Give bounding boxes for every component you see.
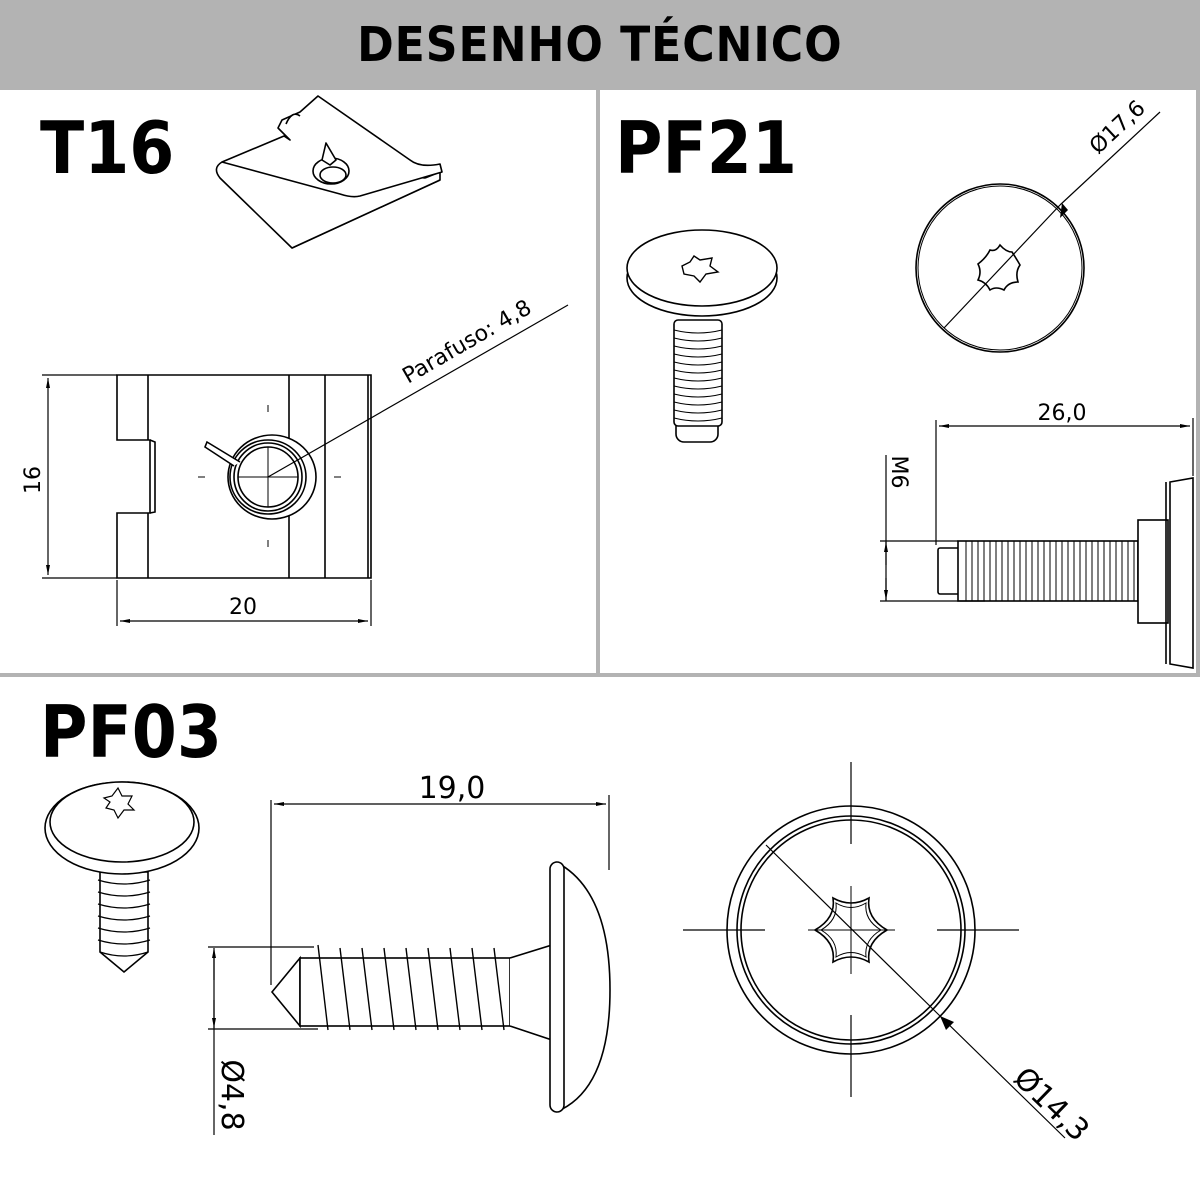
pf21-length-dim: 26,0 [1038, 401, 1087, 426]
t16-front-view [116, 374, 372, 579]
pf03-length-dim: 19,0 [419, 771, 486, 806]
page-title: DESENHO TÉCNICO [357, 17, 843, 73]
pf21-isometric-drawing [626, 229, 778, 443]
pf03-side-view [270, 861, 611, 1113]
t16-isometric-drawing [215, 95, 443, 249]
part-label-t16: T16 [40, 106, 175, 190]
pf03-shank-diameter-dim: Ø4,8 [214, 1059, 249, 1130]
vertical-divider [596, 90, 600, 675]
part-label-pf03: PF03 [40, 690, 222, 774]
right-border [1196, 90, 1200, 675]
pf21-dimensions [880, 418, 1194, 602]
t16-screw-dim: Parafuso: 4,8 [399, 295, 536, 389]
pf03-isometric-drawing [44, 781, 200, 974]
pf21-side-view [937, 477, 1194, 669]
t16-dimensions [42, 304, 569, 626]
header-banner: DESENHO TÉCNICO [0, 0, 1200, 90]
t16-width-dim: 20 [229, 595, 257, 620]
pf03-dimensions [208, 795, 610, 1135]
pf21-head-diameter-dim: Ø17,6 [1085, 96, 1151, 160]
part-label-pf21: PF21 [615, 106, 797, 190]
t16-height-dim: 16 [21, 466, 46, 494]
pf03-head-diameter-dim: Ø14,3 [1006, 1061, 1095, 1149]
pf21-thread-dim: M6 [886, 456, 911, 489]
horizontal-divider [0, 673, 1200, 677]
pf21-top-view [915, 111, 1161, 353]
pf03-front-view [683, 762, 1066, 1139]
